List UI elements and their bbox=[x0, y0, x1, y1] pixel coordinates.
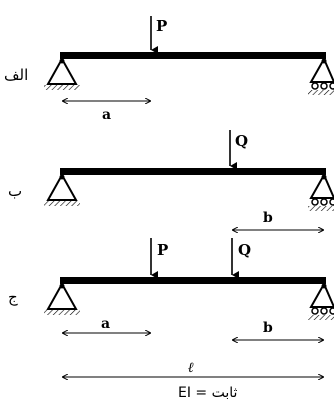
dimension-label: b bbox=[263, 320, 273, 336]
beam-be: Q b ب bbox=[8, 130, 334, 230]
roller-support bbox=[308, 56, 334, 95]
load-label: Q bbox=[235, 132, 248, 150]
beam-bar bbox=[60, 277, 326, 284]
roller-support bbox=[308, 172, 334, 211]
dimension-label: a bbox=[102, 107, 111, 123]
load-label: Q bbox=[238, 241, 251, 259]
beam-alef: P a الف bbox=[4, 16, 334, 123]
pin-support bbox=[44, 172, 80, 206]
load-label: P bbox=[156, 17, 167, 35]
beam-label: ج bbox=[8, 288, 18, 307]
beam-bar bbox=[60, 168, 326, 175]
pin-support bbox=[44, 56, 80, 90]
pin-support bbox=[44, 281, 80, 315]
dimension-label: b bbox=[263, 210, 273, 226]
beam-label: ب bbox=[8, 182, 22, 200]
dimension-label: a bbox=[101, 316, 110, 332]
beam-bar bbox=[60, 52, 326, 59]
beam-jim: P Q a b ℓ ج bbox=[8, 238, 334, 377]
beam-label: الف bbox=[4, 66, 28, 84]
load-label: P bbox=[157, 241, 168, 259]
span-label: ℓ bbox=[188, 360, 194, 376]
stiffness-note: EI = ثابت bbox=[178, 385, 238, 401]
roller-support bbox=[308, 281, 334, 320]
